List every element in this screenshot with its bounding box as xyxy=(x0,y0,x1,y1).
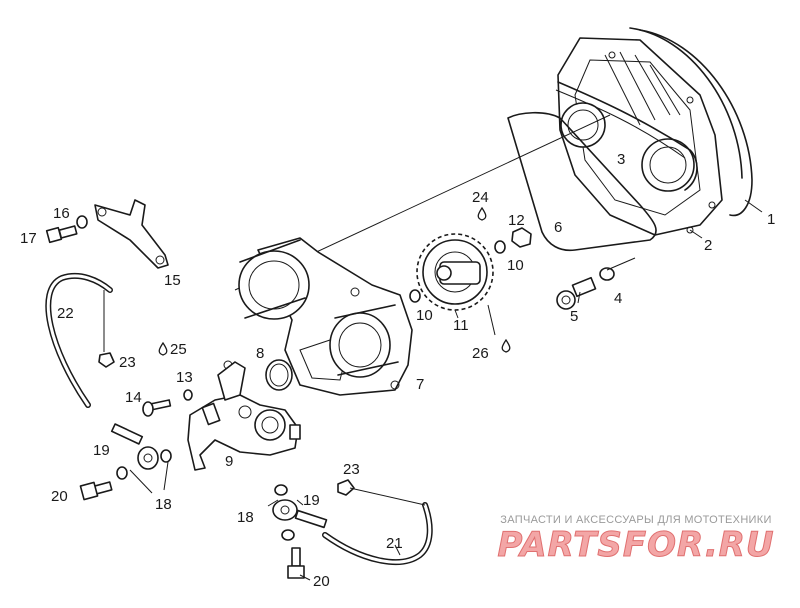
part-10-washer xyxy=(409,289,421,303)
callout-8: 8 xyxy=(256,345,264,362)
part-9-oil-pump xyxy=(187,360,301,471)
callout-leaders xyxy=(129,199,763,581)
part-19-banjo-fitting xyxy=(110,423,159,470)
watermark: ЗАПЧАСТИ И АКСЕССУАРЫ ДЛЯ МОТОТЕХНИКИ PA… xyxy=(486,514,786,565)
callout-18a: 18 xyxy=(155,496,172,513)
callout-14: 14 xyxy=(125,389,142,406)
part-23-clip xyxy=(337,479,355,496)
callout-24: 24 xyxy=(472,189,489,206)
callout-12: 12 xyxy=(508,212,525,229)
callout-13: 13 xyxy=(176,369,193,386)
part-21-pipe xyxy=(322,502,433,565)
callout-15: 15 xyxy=(164,272,181,289)
callout-7: 7 xyxy=(416,376,424,393)
part-4-washer xyxy=(599,267,615,281)
part-19-banjo-fitting xyxy=(272,499,328,529)
part-10-washer xyxy=(494,240,506,254)
part-12-nut xyxy=(511,227,532,248)
part-17-bolt xyxy=(45,225,78,244)
part-18-washer xyxy=(116,466,128,480)
part-6-gasket xyxy=(507,111,657,252)
callout-labels: 1 2 3 4 5 6 7 8 9 10 10 11 12 13 14 15 1… xyxy=(20,151,775,590)
part-1-timing-cover xyxy=(555,27,753,236)
callout-19b: 19 xyxy=(303,492,320,509)
watermark-tagline: ЗАПЧАСТИ И АКСЕССУАРЫ ДЛЯ МОТОТЕХНИКИ xyxy=(500,514,772,526)
oil-drop-icon xyxy=(501,338,511,353)
callout-2: 2 xyxy=(704,237,712,254)
callout-26: 26 xyxy=(472,345,489,362)
watermark-brand-logo: PARTSFOR.RU xyxy=(497,525,775,565)
part-16-washer xyxy=(76,215,88,229)
callout-20a: 20 xyxy=(51,488,68,505)
callout-22: 22 xyxy=(57,305,74,322)
part-13-washer xyxy=(183,389,193,401)
part-18-washer xyxy=(160,449,172,463)
part-15-bracket xyxy=(94,199,169,269)
part-7-bearing-housing xyxy=(238,237,413,396)
part-18-washer xyxy=(281,529,295,541)
part-23-clip xyxy=(98,352,115,368)
callout-16: 16 xyxy=(53,205,70,222)
callout-11: 11 xyxy=(453,317,469,334)
part-11-gear xyxy=(416,233,494,311)
callout-19a: 19 xyxy=(93,442,110,459)
callout-18b: 18 xyxy=(237,509,254,526)
callout-3: 3 xyxy=(617,151,625,168)
callout-23b: 23 xyxy=(343,461,360,478)
callout-21: 21 xyxy=(386,535,403,552)
callout-4: 4 xyxy=(614,290,622,307)
oil-drop-icon xyxy=(158,341,168,356)
part-22-pipe xyxy=(45,272,113,408)
part-8-o-ring xyxy=(265,359,293,391)
callout-23a: 23 xyxy=(119,354,136,371)
callout-5: 5 xyxy=(570,308,578,325)
callout-6: 6 xyxy=(554,219,562,236)
callout-10a: 10 xyxy=(416,307,433,324)
part-5-bolt xyxy=(556,276,597,310)
callout-10b: 10 xyxy=(507,257,524,274)
callout-20b: 20 xyxy=(313,573,330,590)
part-14-screw xyxy=(142,399,172,417)
callout-17: 17 xyxy=(20,230,37,247)
callout-1: 1 xyxy=(767,211,775,228)
part-20-banjo-bolt xyxy=(287,547,305,579)
oil-drop-icon xyxy=(477,206,487,221)
callout-9: 9 xyxy=(225,453,233,470)
part-18-washer xyxy=(274,484,288,496)
part-20-banjo-bolt xyxy=(79,481,113,501)
callout-25: 25 xyxy=(170,341,187,358)
